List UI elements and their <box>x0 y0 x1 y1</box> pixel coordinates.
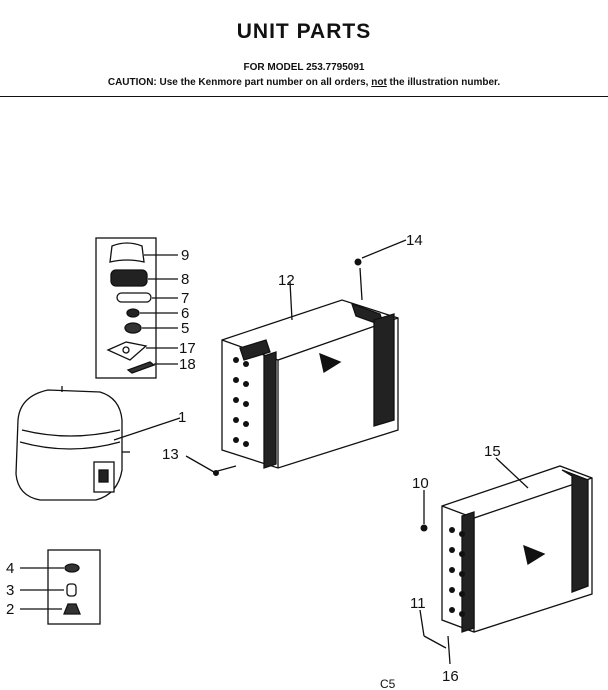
compressor-shape <box>15 386 181 501</box>
callout-16: 16 <box>442 668 459 685</box>
callout-11: 11 <box>410 595 426 612</box>
part-10-screw <box>420 524 428 532</box>
callout-15: 15 <box>484 443 501 460</box>
callout-17: 17 <box>179 340 196 357</box>
callout-9: 9 <box>181 247 189 264</box>
part-7-shape <box>116 292 152 303</box>
caution-prefix: CAUTION: Use the Kenmore part number on … <box>107 77 372 88</box>
callout-10: 10 <box>412 475 429 492</box>
part-8-shape <box>110 269 148 287</box>
callout-5: 5 <box>181 320 189 337</box>
model-line: FOR MODEL 253.7795091 <box>243 62 365 73</box>
part-13-screw <box>213 470 219 476</box>
part-4-shape <box>64 563 80 573</box>
callout-14: 14 <box>406 232 423 249</box>
callout-numbers: 9 8 7 6 5 17 18 1 12 14 13 15 10 11 16 4… <box>6 232 501 685</box>
part-2-shape <box>63 603 81 615</box>
page-title: UNIT PARTS <box>236 20 372 43</box>
part-14-screw <box>354 258 362 266</box>
evaporator-coil-shape <box>185 239 407 473</box>
header-rule <box>0 96 608 97</box>
callout-7: 7 <box>181 290 189 307</box>
part-5-shape <box>124 322 142 334</box>
callout-18: 18 <box>179 356 196 373</box>
page-code: C5 <box>380 677 396 690</box>
small-parts-leaders <box>140 254 178 365</box>
caution-emphasis: not <box>371 77 387 88</box>
part-3-shape <box>66 583 77 597</box>
callout-8: 8 <box>181 271 189 288</box>
callout-6: 6 <box>181 305 189 322</box>
part-9-shape <box>109 242 145 263</box>
lower-small-parts-group <box>20 549 101 625</box>
small-parts-group <box>95 237 157 379</box>
caution-suffix: the illustration number. <box>386 77 501 88</box>
part-17-shape <box>106 341 148 361</box>
callout-12: 12 <box>278 272 295 289</box>
callout-1: 1 <box>178 409 186 426</box>
condenser-coil-shape <box>419 457 593 665</box>
callout-13: 13 <box>162 446 179 463</box>
callout-4: 4 <box>6 560 14 577</box>
caution-line: CAUTION: Use the Kenmore part number on … <box>0 77 608 88</box>
part-18-shape <box>126 361 156 374</box>
part-6-shape <box>126 308 140 318</box>
callout-2: 2 <box>6 601 14 618</box>
callout-3: 3 <box>6 582 14 599</box>
